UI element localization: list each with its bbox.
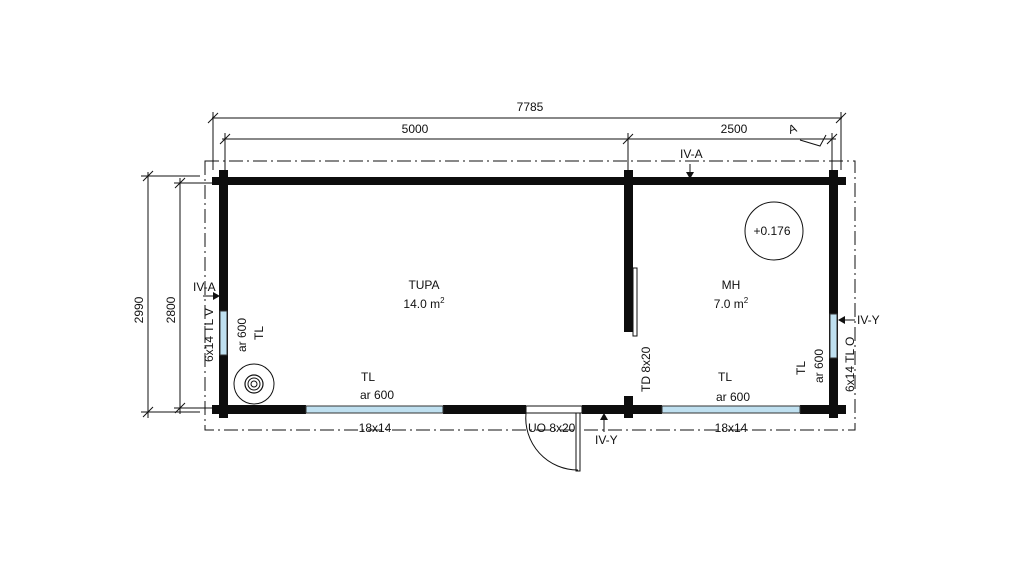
- level-mark-label: +0.176: [753, 224, 790, 238]
- room-mh-name: MH: [722, 278, 741, 292]
- right-window-annotation: TL ar 600 6x14 TL O: [794, 337, 857, 392]
- left-window-tl: TL: [252, 326, 266, 340]
- left-window-annotation: 6x14 TL V ar 600 TL: [202, 308, 266, 362]
- section-marker-ivy-right: IV-Y: [838, 313, 880, 327]
- inner-door: TD 8x20: [632, 267, 653, 392]
- window-bottom-right: [661, 405, 801, 414]
- stove-icon: [233, 363, 275, 405]
- outer-door: UO 8x20: [525, 405, 583, 472]
- inner-height-label: 2800: [164, 296, 178, 323]
- section-marker-iva-left: IV-A: [193, 280, 220, 300]
- level-mark: +0.176: [744, 201, 804, 261]
- right-width-label: 2500: [721, 122, 748, 136]
- ivy-bottom-label: IV-Y: [595, 433, 618, 447]
- right-window-ar: ar 600: [812, 349, 826, 383]
- dimension-segments: 5000 2500: [219, 122, 838, 170]
- dimension-heights: 2990 2800: [132, 170, 212, 418]
- room-tupa-name: TUPA: [408, 278, 439, 292]
- section-a-label: A: [786, 121, 798, 137]
- bottom-left-size: 18x14: [359, 421, 392, 435]
- left-window-code: 6x14 TL V: [202, 308, 216, 362]
- section-marker-ivy-bottom: IV-Y: [595, 413, 618, 447]
- dimension-total-width: 7785: [207, 100, 847, 170]
- room-mh-area: 7.0 m2: [714, 296, 749, 311]
- room-tupa-area: 14.0 m2: [403, 296, 445, 311]
- outer-door-label: UO 8x20: [528, 421, 576, 435]
- left-window-ar: ar 600: [235, 318, 249, 352]
- iva-top-label: IV-A: [680, 147, 703, 161]
- ivy-right-label: IV-Y: [857, 313, 880, 327]
- foundation-outline: [204, 160, 856, 431]
- window-bottom-left: [305, 405, 444, 414]
- window-right: [829, 313, 838, 359]
- bottom-right-ar: ar 600: [716, 390, 750, 404]
- left-width-label: 5000: [402, 122, 429, 136]
- bottom-right-size: 18x14: [715, 421, 748, 435]
- windows: [219, 310, 838, 414]
- right-window-code: 6x14 TL O: [843, 337, 857, 392]
- room-tupa: TUPA 14.0 m2: [403, 278, 445, 311]
- total-width-label: 7785: [517, 100, 544, 114]
- outer-height-label: 2990: [132, 296, 146, 323]
- inner-door-label: TD 8x20: [639, 346, 653, 392]
- walls: [212, 170, 846, 418]
- right-window-tl: TL: [794, 361, 808, 375]
- section-a-marker: A: [786, 121, 827, 147]
- window-left: [219, 310, 228, 356]
- bottom-left-tl: TL: [361, 370, 375, 384]
- section-marker-iva-top: IV-A: [680, 147, 703, 179]
- iva-left-label: IV-A: [193, 280, 216, 294]
- bottom-right-tl: TL: [718, 370, 732, 384]
- bottom-right-window-annotation: TL ar 600 18x14: [715, 370, 751, 435]
- bottom-left-ar: ar 600: [360, 388, 394, 402]
- room-mh: MH 7.0 m2: [714, 278, 749, 311]
- bottom-left-window-annotation: TL ar 600 18x14: [359, 370, 395, 435]
